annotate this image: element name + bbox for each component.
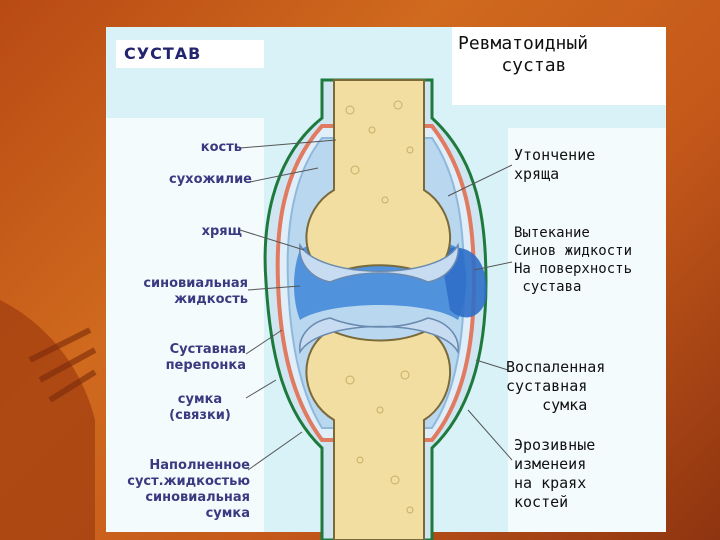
label-joint-membrane: Суставная перепонка [165, 342, 246, 373]
label-cartilage-thinning: Утончение хряща [514, 146, 596, 183]
right-pointer-lines [447, 164, 513, 461]
label-erosive-changes: Эрозивные изменеия на краях костей [514, 436, 596, 511]
left-title: СУСТАВ [124, 44, 202, 63]
left-decoration [0, 300, 95, 540]
label-cartilage: хрящ [201, 224, 242, 239]
bone-texture [345, 100, 414, 514]
label-fluid-leak: Вытекание Синов жидкости На поверхность … [514, 225, 633, 295]
right-title: Ревматоидный сустав [458, 33, 589, 76]
left-label-column [106, 118, 264, 532]
left-stripes [28, 327, 97, 403]
left-title-box: СУСТАВ [116, 40, 264, 68]
label-bursa: сумка (связки) [169, 392, 231, 423]
label-synovial-fluid: синовиальная жидкость [143, 276, 248, 307]
label-bone: кость [200, 140, 242, 155]
label-tendon: сухожилие [169, 172, 252, 187]
right-title-box: Ревматоидный сустав [452, 27, 666, 105]
upper-bone [299, 79, 459, 283]
right-label-column [508, 128, 666, 532]
label-filled-bursa: Наполненное суст.жидкостью синовиальная … [127, 458, 250, 521]
label-inflamed-bursa: Воспаленная суставная сумка [506, 358, 606, 414]
lower-bone [299, 317, 459, 540]
left-pointer-lines [239, 139, 337, 471]
